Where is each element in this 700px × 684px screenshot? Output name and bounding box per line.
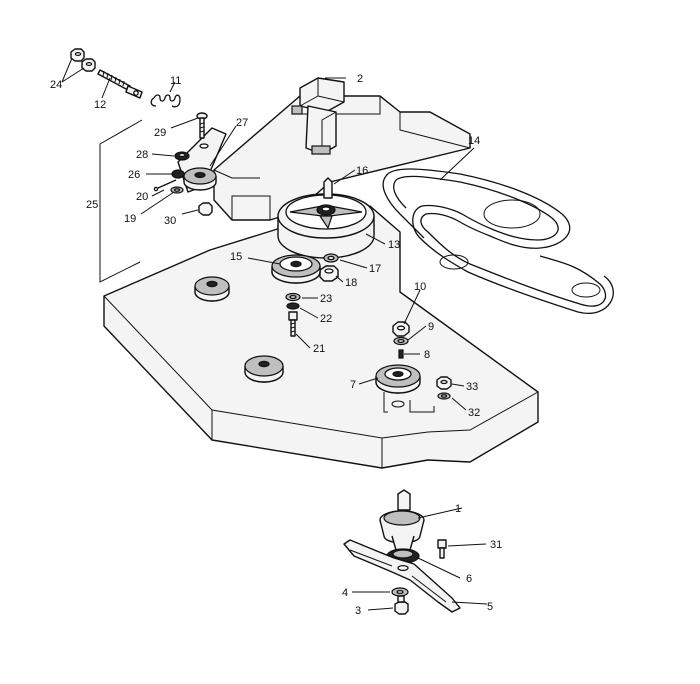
key-16 [323,177,333,199]
callout-5: 5 [487,601,493,613]
left-front-pulley [244,355,284,383]
spacer-26 [171,169,185,179]
washer-19 [170,186,184,194]
callout-3: 3 [355,605,361,617]
callout-29: 29 [154,127,166,139]
callout-15: 15 [230,251,242,263]
nut-30 [198,202,213,216]
callout-23: 23 [320,293,332,305]
callout-11: 11 [170,75,181,87]
bolt-3 [394,595,409,615]
nut-10 [392,321,410,337]
idler-pulley-15 [271,254,321,284]
callout-1: 1 [455,503,461,515]
callout-14: 14 [468,135,480,147]
callout-21: 21 [313,343,325,355]
callout-25: 25 [86,199,98,211]
callout-13: 13 [388,239,400,251]
callout-19: 19 [124,213,136,225]
spindle-housing [379,489,425,551]
washer-9 [393,336,409,346]
blade-pulley-7 [375,364,421,394]
callout-24: 24 [50,79,62,91]
washer-17 [323,253,339,263]
callout-16: 16 [356,165,368,177]
callout-32: 32 [468,407,480,419]
nut-33 [436,376,452,390]
nut-28 [174,151,190,161]
drive-belt [382,168,614,314]
idler-arm-assembly [177,127,227,193]
callout-9: 9 [428,321,434,333]
callout-2: 2 [357,73,363,85]
callout-8: 8 [424,349,430,361]
group-bracket-25 [99,119,143,283]
bolt-21 [288,311,298,337]
spacer-22 [286,302,300,310]
mower-blade [343,539,461,613]
washer-4 [391,587,409,597]
callout-6: 6 [466,573,472,585]
callout-18: 18 [345,277,357,289]
callout-33: 33 [466,381,478,393]
spring-11 [150,94,181,108]
bolt-31 [437,539,447,559]
callout-labels: 1 2 3 4 5 6 7 8 9 10 11 12 13 14 15 16 1… [50,73,502,617]
washer-23 [285,292,301,302]
callout-22: 22 [320,313,332,325]
mount-hole-leader [383,392,388,413]
left-rear-pulley [194,276,230,302]
pin-20 [153,179,177,192]
nut-18 [319,265,339,282]
large-spoked-pulley [277,193,375,259]
callout-20: 20 [136,191,148,203]
gearbox [291,77,345,155]
washer-32 [437,392,451,400]
callout-7: 7 [350,379,356,391]
callout-12: 12 [94,99,106,111]
nut-24-b [81,58,96,72]
leader-lines [61,57,488,611]
bolt-29 [196,112,208,139]
callout-17: 17 [369,263,381,275]
callout-26: 26 [128,169,140,181]
callout-10: 10 [414,281,426,293]
pulley-mount-hole [391,400,405,408]
callout-28: 28 [136,149,148,161]
nut-24-a [70,48,85,62]
callout-30: 30 [164,215,176,227]
key-8 [398,349,404,359]
callout-31: 31 [490,539,502,551]
callout-4: 4 [342,587,348,599]
callout-27: 27 [236,117,248,129]
eye-bolt-12 [97,69,143,99]
